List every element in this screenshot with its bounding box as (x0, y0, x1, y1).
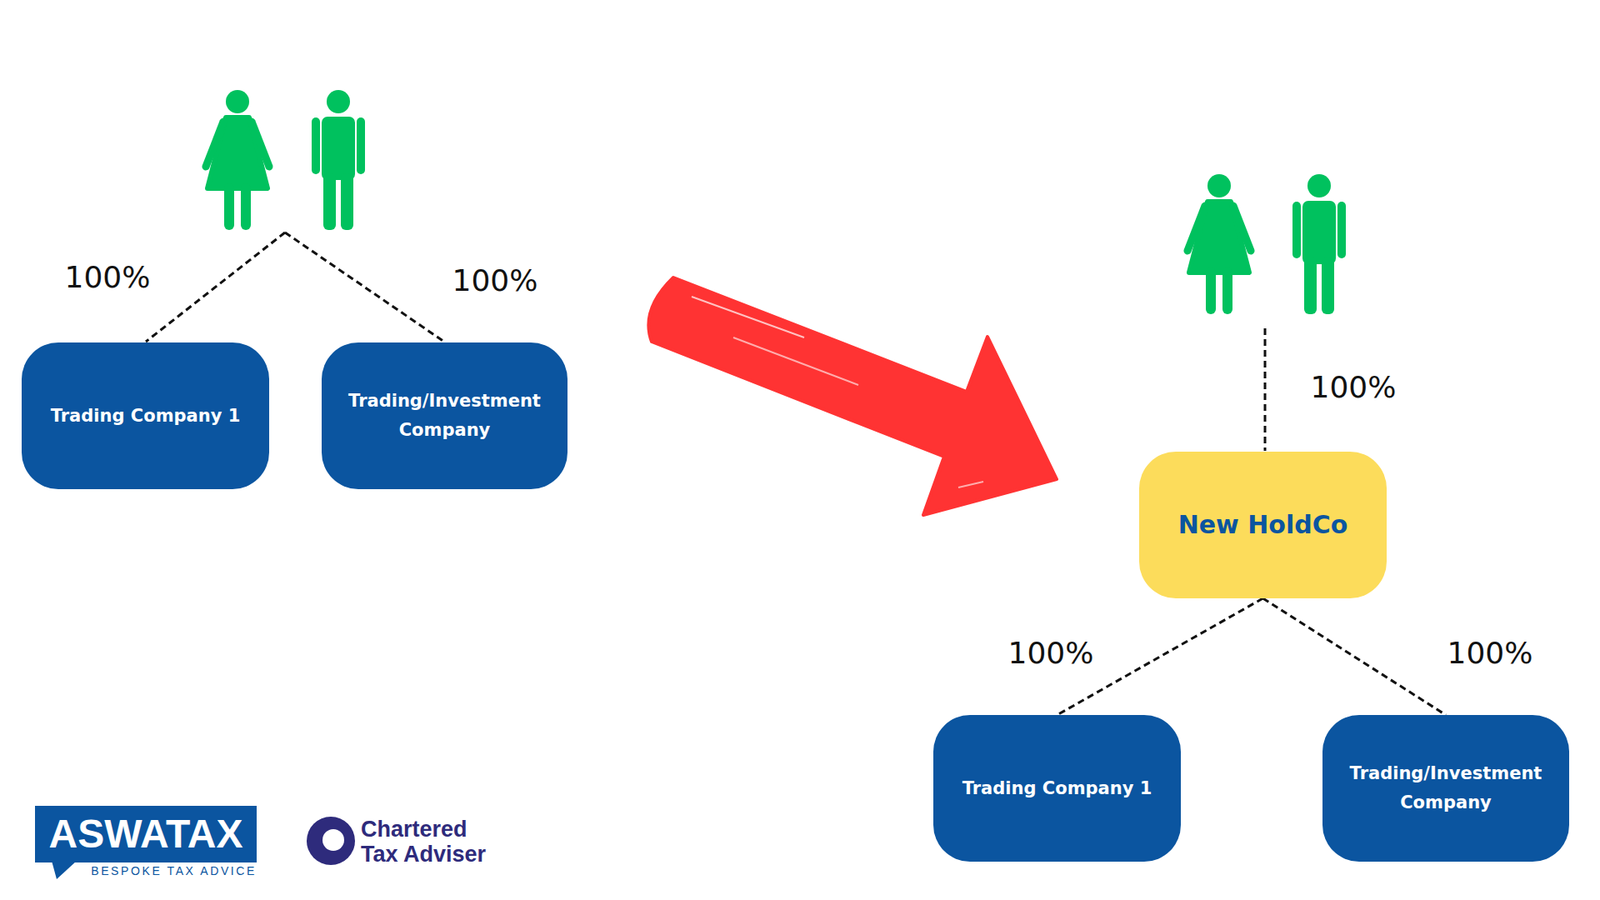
company-box: Trading/Investment Company (321, 342, 568, 490)
box-label: New HoldCo (1178, 509, 1349, 541)
ownership-percentage: 100% (1008, 636, 1095, 670)
arrow-brush-streak (691, 296, 805, 338)
ownership-line (145, 232, 285, 342)
ownership-line (1264, 328, 1267, 451)
arrow-brush-streak (733, 337, 859, 385)
woman-icon (205, 90, 270, 230)
box-label: Trading Company 1 (962, 774, 1153, 804)
man-icon (1292, 174, 1346, 315)
brand-name: Chartered Tax Adviser (360, 816, 503, 867)
logo-wordmark: ASWATAX (35, 805, 257, 863)
cta-logo-hole (322, 829, 345, 851)
arrow-brush-streak (958, 481, 984, 488)
ownership-connector (1263, 598, 1447, 715)
logo-box: ASWATAXBESPOKE TAX ADVICE (35, 805, 257, 880)
box-label: Trading/Investment Company (1334, 759, 1558, 818)
connector-layer (1057, 598, 1447, 715)
company-box: Trading Company 1 (21, 342, 270, 490)
box-label: Trading Company 1 (50, 401, 241, 431)
ownership-line (285, 232, 445, 342)
holding-company-box: New HoldCo (1139, 451, 1387, 599)
transformation-arrow (648, 277, 1057, 515)
man-icon (311, 90, 365, 230)
company-box: Trading/Investment Company (1322, 715, 1570, 862)
logo-tagline: BESPOKE TAX ADVICE (35, 864, 257, 878)
cta-logo-ring (306, 816, 355, 865)
woman-icon (1187, 174, 1251, 315)
ownership-percentage: 100% (1447, 636, 1534, 670)
ownership-percentage: 100% (65, 260, 151, 295)
box-label: Trading/Investment Company (333, 386, 556, 445)
ownership-percentage: 100% (452, 264, 539, 298)
company-box: Trading Company 1 (933, 715, 1181, 862)
ownership-percentage: 100% (1310, 370, 1397, 405)
logo-speech-tail (51, 860, 77, 880)
